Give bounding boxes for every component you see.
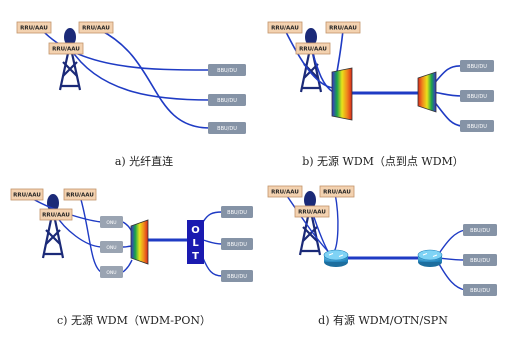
rru-box: RRU/AAU [10, 188, 44, 201]
rru-box: RRU/AAU [16, 21, 52, 34]
caption-a: a) 光纤直连 [115, 154, 173, 168]
svg-text:BBU/DU: BBU/DU [470, 228, 490, 234]
onu-box: ONU [100, 241, 123, 253]
rru-box: RRU/AAU [295, 42, 331, 55]
rru-box: RRU/AAU [267, 21, 303, 34]
panel-b-point-to-point-wdm: RRU/AAU RRU/AAU RRU/AAU BBU/DU BBU/DU BB… [267, 21, 494, 168]
svg-text:BBU/DU: BBU/DU [470, 258, 490, 264]
bbu-box: BBU/DU [208, 122, 246, 134]
bbu-box: BBU/DU [460, 90, 494, 102]
svg-text:T: T [192, 251, 199, 262]
caption-d: d) 有源 WDM/OTN/SPN [318, 313, 448, 327]
tower-icon [41, 194, 65, 259]
caption-c: c) 无源 WDM（WDM-PON） [57, 313, 211, 327]
svg-text:RRU/AAU: RRU/AAU [66, 193, 94, 199]
svg-text:BBU/DU: BBU/DU [470, 288, 490, 294]
bbu-box: BBU/DU [463, 224, 497, 236]
svg-text:BBU/DU: BBU/DU [217, 126, 237, 132]
tower-icon [58, 28, 82, 91]
router-icon [417, 249, 443, 267]
rru-box: RRU/AAU [325, 21, 361, 34]
wdm-pon-mux [130, 219, 149, 265]
svg-text:BBU/DU: BBU/DU [227, 210, 247, 216]
svg-text:BBU/DU: BBU/DU [217, 68, 237, 74]
svg-text:RRU/AAU: RRU/AAU [82, 26, 110, 32]
wdm-mux [331, 67, 353, 121]
rru-box: RRU/AAU [294, 205, 330, 218]
bbu-box: BBU/DU [208, 64, 246, 76]
bbu-box: BBU/DU [208, 94, 246, 106]
svg-text:ONU: ONU [106, 270, 116, 276]
panel-c-wdm-pon: O L T RRU/AAU RRU/AAU RRU/AAU ONU ONU ON… [10, 188, 253, 327]
onu-box: ONU [100, 216, 123, 228]
svg-text:RRU/AAU: RRU/AAU [271, 190, 299, 196]
bbu-box: BBU/DU [460, 60, 494, 72]
rru-box: RRU/AAU [267, 185, 303, 198]
svg-text:RRU/AAU: RRU/AAU [13, 193, 41, 199]
svg-text:RRU/AAU: RRU/AAU [20, 26, 48, 32]
svg-text:L: L [192, 238, 199, 249]
svg-text:RRU/AAU: RRU/AAU [329, 26, 357, 32]
svg-text:ONU: ONU [106, 245, 116, 251]
bbu-box: BBU/DU [460, 120, 494, 132]
svg-text:RRU/AAU: RRU/AAU [42, 213, 70, 219]
svg-text:BBU/DU: BBU/DU [467, 124, 487, 130]
bbu-box: BBU/DU [221, 238, 253, 250]
panel-d-active-wdm: RRU/AAU RRU/AAU RRU/AAU BBU/DU BBU/DU BB… [267, 185, 497, 327]
rru-box: RRU/AAU [48, 42, 84, 55]
svg-text:RRU/AAU: RRU/AAU [271, 26, 299, 32]
olt-box: O L T [187, 220, 204, 264]
wdm-demux [417, 71, 437, 113]
svg-text:BBU/DU: BBU/DU [467, 94, 487, 100]
svg-text:BBU/DU: BBU/DU [227, 274, 247, 280]
bbu-box: BBU/DU [463, 254, 497, 266]
bbu-box: BBU/DU [463, 284, 497, 296]
panel-a-direct-fiber: RRU/AAU RRU/AAU RRU/AAU BBU/DU BBU/DU BB… [16, 21, 246, 168]
onu-box: ONU [100, 266, 123, 278]
bbu-box: BBU/DU [221, 270, 253, 282]
svg-text:BBU/DU: BBU/DU [467, 64, 487, 70]
svg-text:BBU/DU: BBU/DU [217, 98, 237, 104]
tower-icon [299, 28, 323, 93]
svg-text:RRU/AAU: RRU/AAU [52, 47, 80, 53]
router-icon [323, 249, 349, 267]
svg-text:RRU/AAU: RRU/AAU [298, 210, 326, 216]
bbu-box: BBU/DU [221, 206, 253, 218]
tower-icon [298, 191, 322, 256]
svg-text:RRU/AAU: RRU/AAU [299, 47, 327, 53]
fiber-links [41, 29, 211, 129]
rru-box: RRU/AAU [319, 185, 355, 198]
rru-box: RRU/AAU [63, 188, 97, 201]
rru-box: RRU/AAU [78, 21, 114, 34]
svg-text:ONU: ONU [106, 220, 116, 226]
svg-text:BBU/DU: BBU/DU [227, 242, 247, 248]
rru-box: RRU/AAU [39, 208, 73, 221]
svg-text:RRU/AAU: RRU/AAU [323, 190, 351, 196]
caption-b: b) 无源 WDM（点到点 WDM） [302, 154, 464, 168]
svg-text:O: O [191, 225, 200, 236]
